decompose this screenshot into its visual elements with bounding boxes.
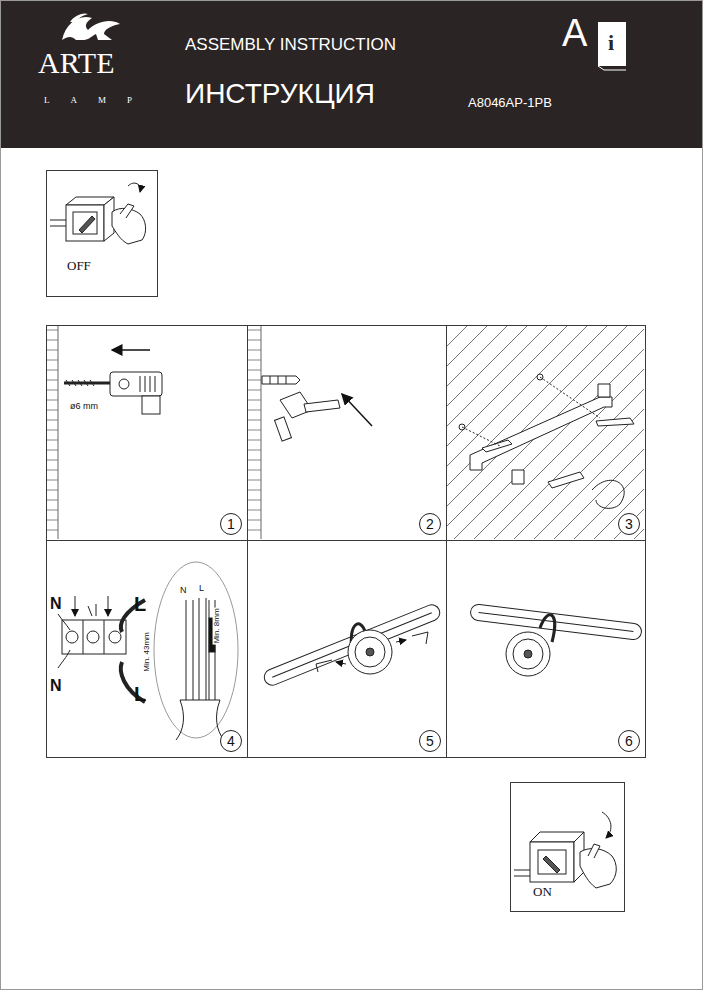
switch-box: OFF: [46, 170, 158, 297]
info-icon: i: [608, 32, 614, 54]
wire-name: N: [50, 596, 62, 612]
wire-name: N: [50, 678, 62, 694]
brand-name: ARTE: [38, 48, 115, 78]
callout-number: 4: [220, 730, 242, 752]
wire-name: L: [134, 594, 146, 614]
callout-number: 5: [419, 730, 441, 752]
step-panel: 6: [446, 540, 646, 758]
switch-state: OFF: [67, 259, 91, 272]
title-ru: ИНСТРУКЦИЯ: [185, 80, 375, 108]
step-panel: 5: [247, 540, 447, 758]
category-letter: A: [562, 14, 587, 52]
callout-number: 2: [419, 513, 441, 535]
brand-sub: LAMP: [44, 96, 153, 105]
model-code: A8046AP-1PB: [468, 96, 552, 109]
switch-box: ON: [510, 782, 625, 912]
drill-size: ø6 mm: [70, 402, 98, 411]
dimension: Min. 8mm: [213, 607, 221, 644]
dimension: Min. 43mm: [143, 631, 151, 673]
step-panel: 3: [446, 325, 646, 541]
callout-number: 1: [220, 513, 242, 535]
step-panel: 2: [247, 325, 447, 541]
switch-state: ON: [533, 885, 552, 898]
wire-name: L: [199, 584, 204, 593]
step-panel: 1: [46, 325, 248, 541]
wire-name: L: [134, 684, 146, 704]
callout-number: 6: [618, 730, 640, 752]
page-title: ASSEMBLY INSTRUCTION: [185, 36, 396, 53]
wire-name: N: [180, 586, 187, 595]
callout-number: 3: [618, 513, 640, 535]
